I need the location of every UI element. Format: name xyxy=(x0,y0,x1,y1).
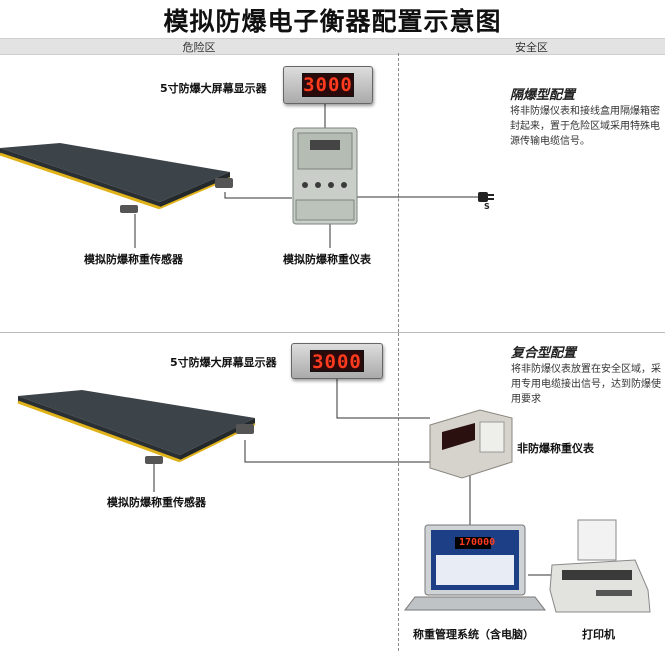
printer-label: 打印机 xyxy=(582,628,615,641)
safe-zone-label: 安全区 xyxy=(515,41,548,54)
laptop-screen-value: 170000 xyxy=(459,537,496,548)
top-indicator-label: 模拟防爆称重仪表 xyxy=(283,253,371,266)
zone-divider-bottom xyxy=(398,333,399,651)
laptop-device xyxy=(403,524,547,611)
bottom-indicator-label: 非防爆称重仪表 xyxy=(517,442,594,455)
laptop-label: 称重管理系统（含电脑） xyxy=(413,628,534,641)
section-divider xyxy=(0,332,665,333)
top-sensor-label: 模拟防爆称重传感器 xyxy=(84,253,183,266)
bottom-config-title: 复合型配置 xyxy=(511,346,577,361)
plug-letter: S xyxy=(484,202,490,211)
explosion-proof-box xyxy=(292,127,358,225)
power-plug-icon xyxy=(478,192,494,202)
indicator-device xyxy=(429,409,513,479)
top-display-label: 5寸防爆大屏幕显示器 xyxy=(160,82,267,95)
danger-zone-label: 危险区 xyxy=(182,41,216,54)
zone-header-bar xyxy=(0,38,665,55)
bottom-weighbridge xyxy=(17,390,256,464)
page-title: 模拟防爆电子衡器配置示意图 xyxy=(163,7,502,36)
bottom-config-desc: 将非防爆仪表放置在安全区域，采用专用电缆接出信号，达到防爆使用要求 xyxy=(511,364,661,405)
printer-device xyxy=(549,519,651,613)
bottom-display-unit: 3000 xyxy=(291,343,383,379)
top-display-unit: 3000 xyxy=(283,66,373,104)
bottom-display-value: 3000 xyxy=(310,350,364,373)
zone-divider-top xyxy=(398,53,399,332)
bottom-display-label: 5寸防爆大屏幕显示器 xyxy=(170,356,277,369)
top-config-title: 隔爆型配置 xyxy=(510,88,576,103)
top-display-value: 3000 xyxy=(302,73,354,97)
bottom-sensor-label: 模拟防爆称重传感器 xyxy=(107,496,206,509)
top-config-desc: 将非防爆仪表和接线盒用隔爆箱密封起来，置于危险区域采用特殊电源传输电缆信号。 xyxy=(510,106,660,147)
top-weighbridge xyxy=(0,143,233,213)
